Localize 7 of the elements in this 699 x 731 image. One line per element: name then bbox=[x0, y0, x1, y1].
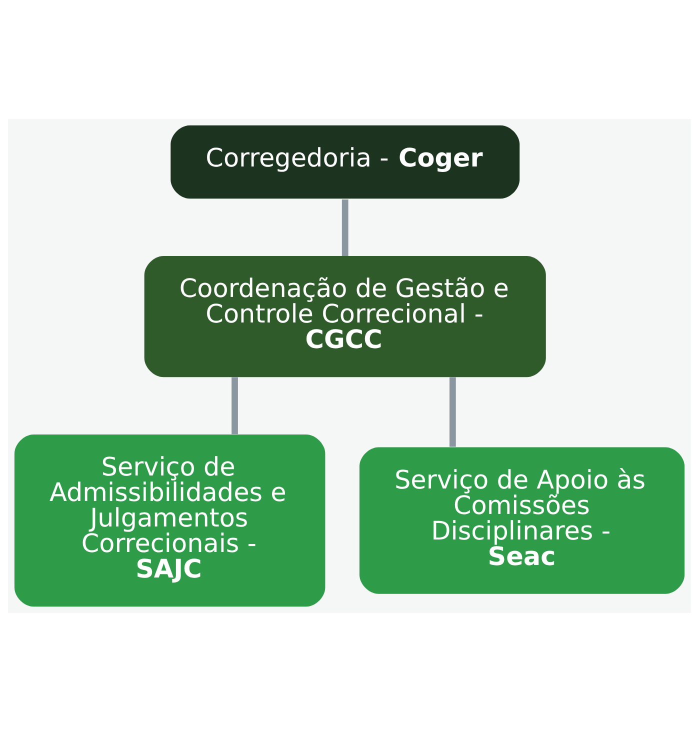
node-box: Serviço de Apoio às Comissões Disciplinares - Seac bbox=[359, 446, 685, 594]
node-box: Serviço de Admissibilidades e Julgamentos Correcionais - SAJC bbox=[14, 434, 326, 606]
node-box: Coordenação de Gestão e Controle Correcional - CGCC bbox=[144, 256, 546, 377]
connector bbox=[342, 198, 348, 256]
node-box: Corregedoria - Coger bbox=[170, 124, 520, 198]
connector bbox=[450, 376, 456, 446]
connector bbox=[232, 376, 238, 434]
